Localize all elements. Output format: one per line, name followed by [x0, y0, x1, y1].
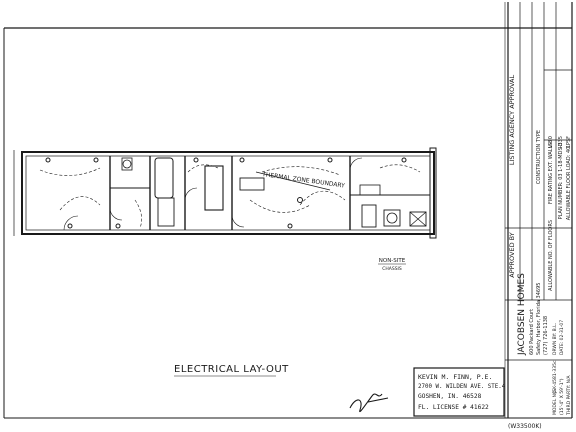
- thermal-zone-label: THERMAL ZONE BOUNDARY: [261, 171, 346, 190]
- code-row-1: FIRE RATING EXT. WALLS: 0: [548, 136, 554, 204]
- code-row-2-code: ID: [558, 143, 564, 148]
- company-name: JACOBSEN HOMES: [517, 273, 527, 356]
- company-address1: 600 Packard Court: [529, 309, 535, 355]
- code-row-3: ALLOWABLE FLOOR LOAD: 40 PSF: [566, 136, 572, 220]
- allowable-floors: ALLOWABLE NO. OF FLOORS: [548, 220, 554, 291]
- code-row-3-code: 1: [566, 145, 572, 148]
- engineer-city: GOSHEN, IN. 46528: [418, 393, 482, 400]
- floor-plan: [13, 147, 437, 239]
- model-no: JSK-4581-335c: [552, 360, 558, 394]
- model-no-label: MODEL NO.: [552, 389, 558, 415]
- drawing-date: DATE: 02-31-07: [559, 320, 565, 355]
- sheet-title: ELECTRICAL LAY-OUT: [174, 364, 289, 375]
- scale-note-sub: CHASSIS: [382, 266, 402, 272]
- code-row-2: PLAN NUMBER: 03 1-18-MDS-335: [558, 136, 564, 219]
- company-phone: (727) 726-1138: [543, 316, 549, 355]
- engineer-name: KEVIN M. FINN, P.E.: [418, 373, 492, 381]
- sheet-id: (W33500K): [508, 423, 542, 430]
- engineer-license: FL. LICENSE # 41622: [418, 404, 489, 411]
- construction-type: CONSTRUCTION TYPE: [536, 130, 542, 184]
- listing-agency: LISTING AGENCY APPROVAL: [508, 75, 516, 166]
- approved-by: APPROVED BY: [508, 232, 516, 278]
- third-party: THIRD PARTY: N/A: [566, 374, 572, 416]
- scale-note: NON-SITE: [379, 258, 406, 264]
- drawn-by: DRWN BY: B.L.: [552, 323, 558, 355]
- home-size: (15'-4" X 59'-1"): [559, 378, 565, 415]
- title-block: [505, 2, 572, 361]
- code-row-1-code: V-8: [548, 140, 554, 148]
- company-address2: Safety Harbor, Florida 34695: [536, 283, 542, 355]
- engineer-stamp-box: [413, 367, 505, 417]
- signature: [349, 393, 389, 413]
- sheet-border: [3, 2, 573, 419]
- engineer-address: 2700 W. WILDEN AVE. STE.4: [418, 384, 506, 390]
